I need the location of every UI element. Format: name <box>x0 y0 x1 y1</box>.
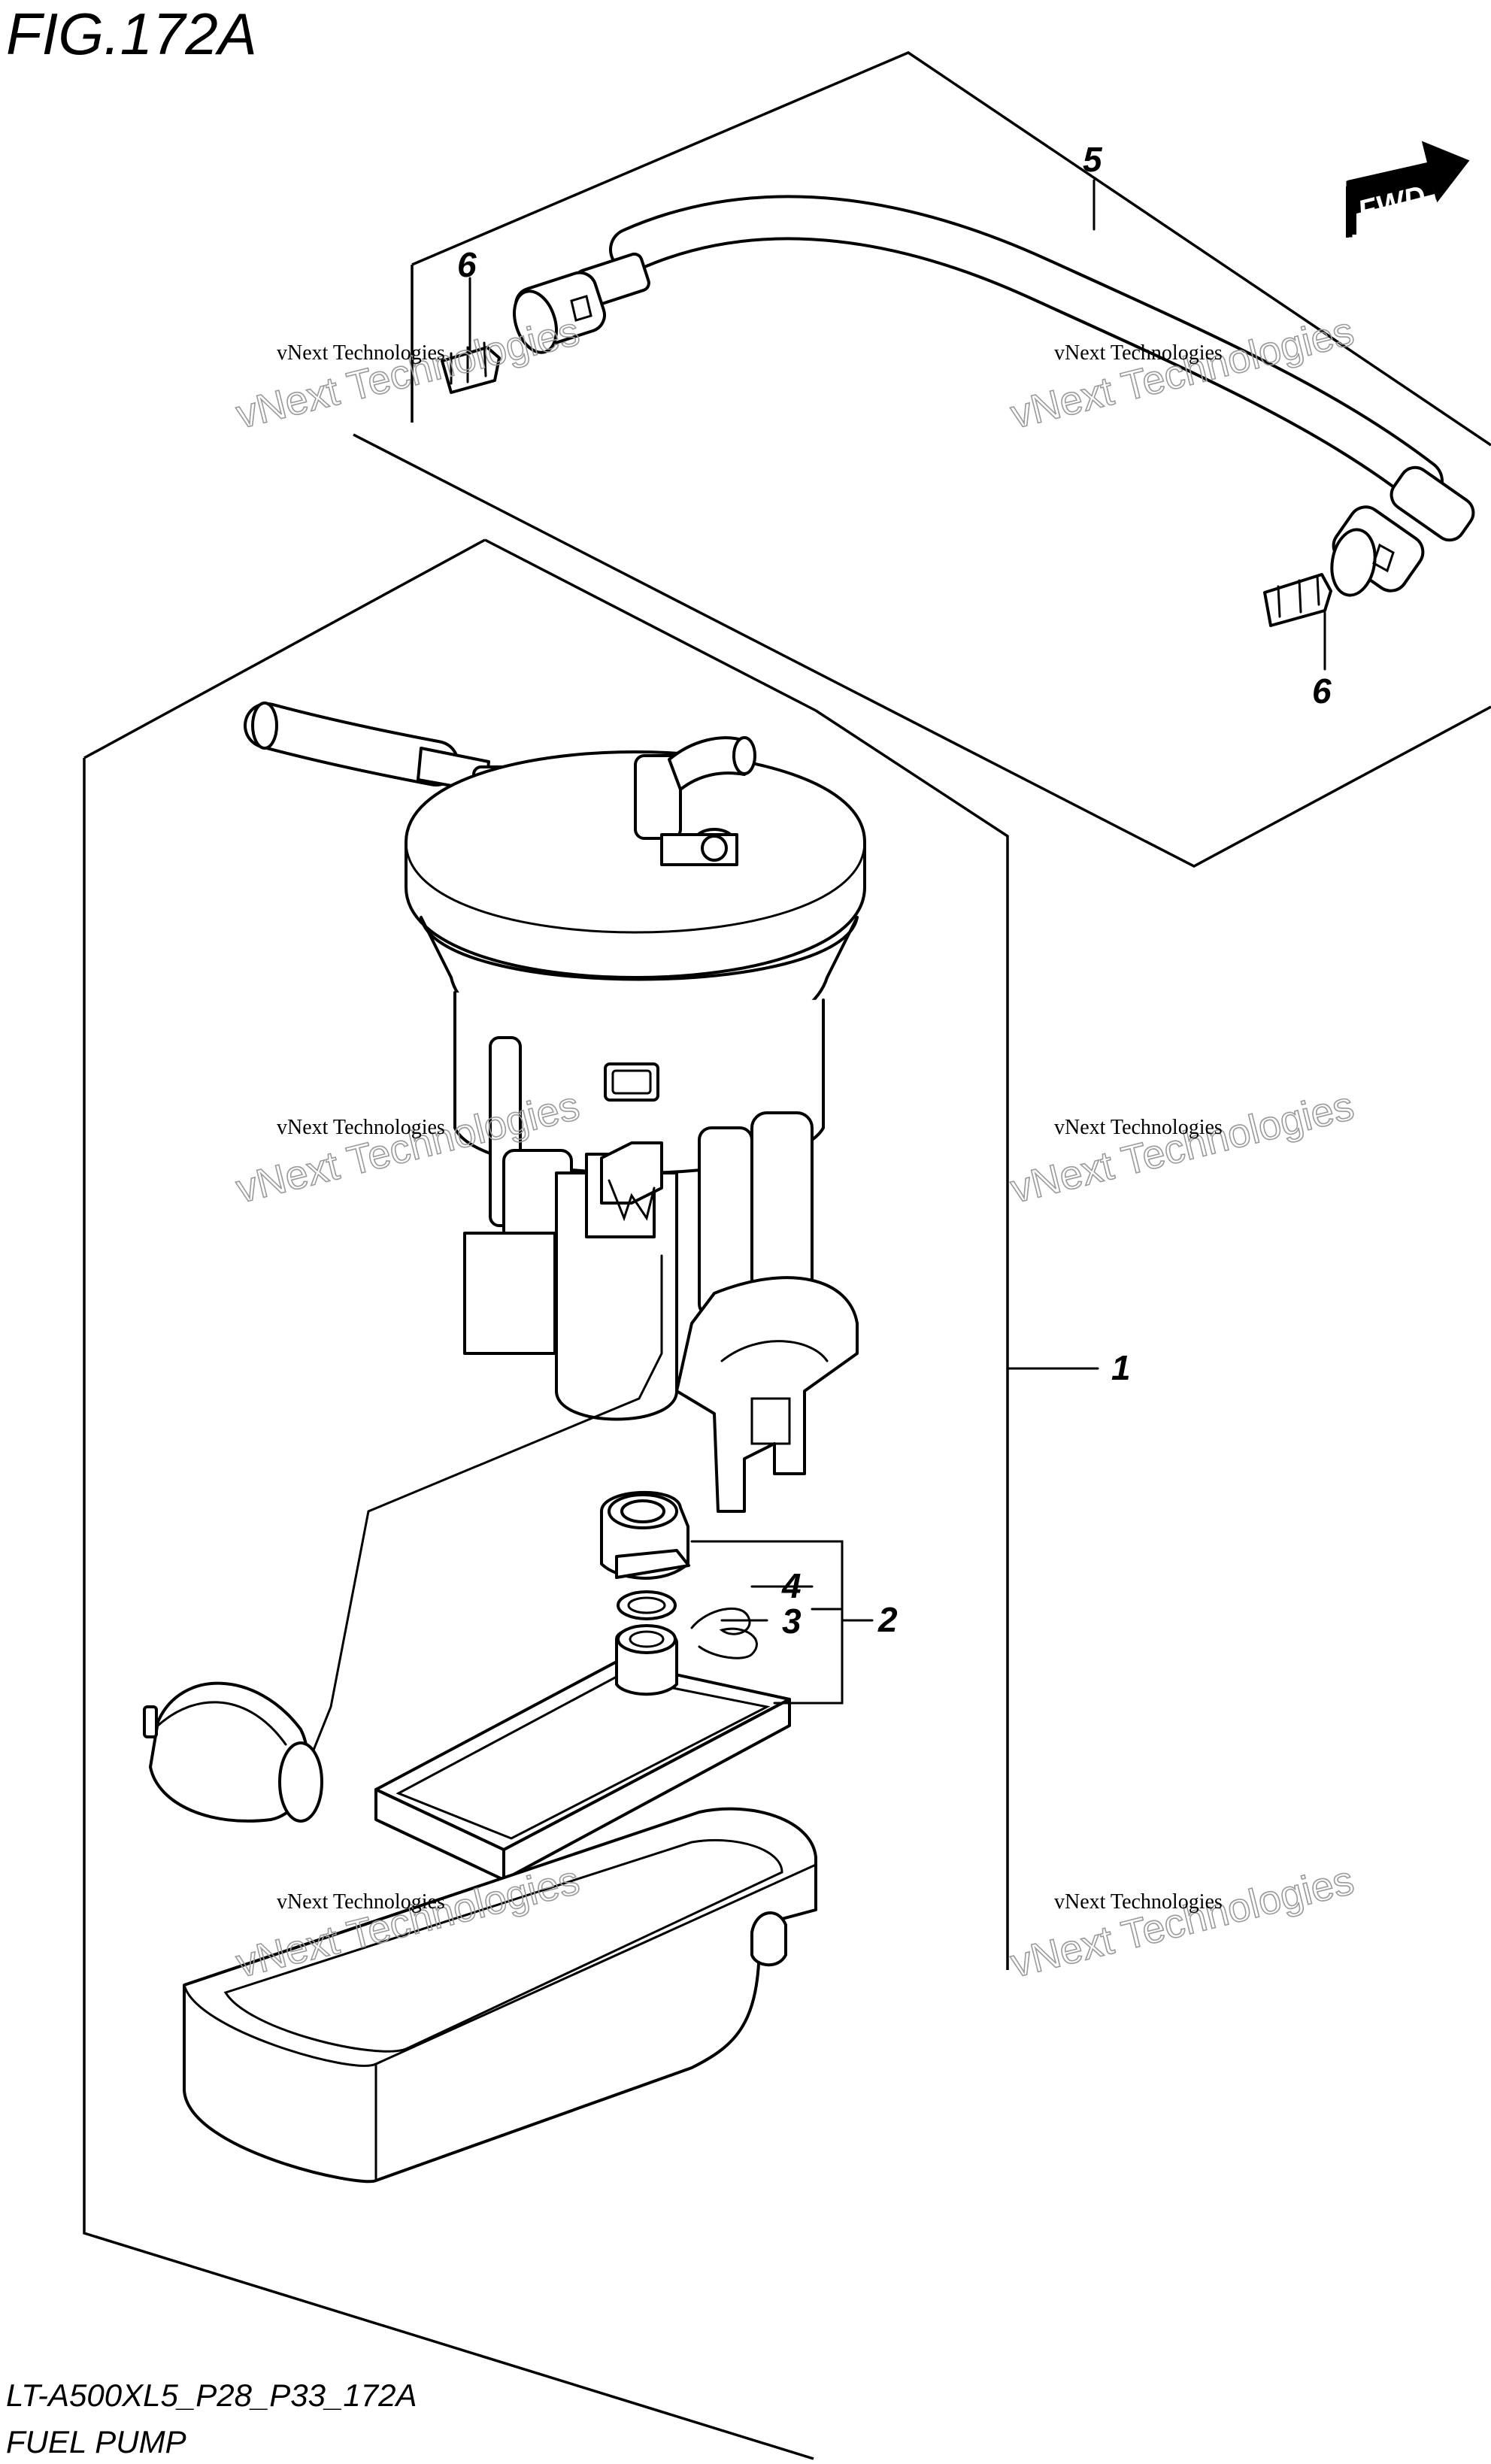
fuel-filter <box>374 1624 791 1881</box>
svg-text:vNext Technologies: vNext Technologies <box>1006 1857 1358 1986</box>
watermark-mid-right: vNext Technologies vNext Technologies <box>1006 1083 1359 1213</box>
svg-text:vNext Technologies: vNext Technologies <box>277 1116 445 1139</box>
svg-text:vNext Technologies: vNext Technologies <box>232 308 583 437</box>
watermark-top-left: vNext Technologies vNext Technologies <box>232 308 585 438</box>
svg-text:vNext Technologies: vNext Technologies <box>1054 1116 1223 1139</box>
callout-2: 2 <box>877 1600 898 1639</box>
fwd-arrow-badge: FWD <box>1346 141 1470 239</box>
figure-title: FIG.172A <box>6 1 257 67</box>
watermark-bottom-right: vNext Technologies vNext Technologies <box>1006 1857 1359 1987</box>
svg-text:vNext Technologies: vNext Technologies <box>1054 341 1223 365</box>
pump-assembly-frame <box>83 538 1009 2460</box>
o-ring <box>617 1590 677 1620</box>
svg-text:vNext Technologies: vNext Technologies <box>277 341 445 365</box>
callout-1: 1 <box>1111 1348 1131 1387</box>
hose-clip-left <box>441 341 501 394</box>
svg-text:vNext Technologies: vNext Technologies <box>1054 1890 1223 1914</box>
filter-cup <box>600 1490 690 1580</box>
hose-assembly-frame <box>353 51 1491 868</box>
callout-6-right: 6 <box>1312 671 1332 711</box>
model-code: LT-A500XL5_P28_P33_172A <box>6 2378 417 2413</box>
hose-clip-right <box>1263 573 1332 627</box>
filter-clip <box>690 1607 758 1659</box>
svg-text:vNext Technologies: vNext Technologies <box>277 1890 445 1914</box>
fuel-level-float <box>143 1254 663 1823</box>
callout-6-left: 6 <box>457 245 477 284</box>
callout-3: 3 <box>782 1602 802 1641</box>
figure-name: FUEL PUMP <box>6 2424 186 2459</box>
svg-text:vNext Technologies: vNext Technologies <box>1006 1083 1358 1211</box>
fuel-tank-tray <box>183 1807 817 2184</box>
pump-body <box>463 1036 859 1513</box>
fuel-hose <box>513 195 1475 597</box>
callout-4: 4 <box>781 1566 802 1605</box>
callout-5: 5 <box>1083 140 1103 179</box>
